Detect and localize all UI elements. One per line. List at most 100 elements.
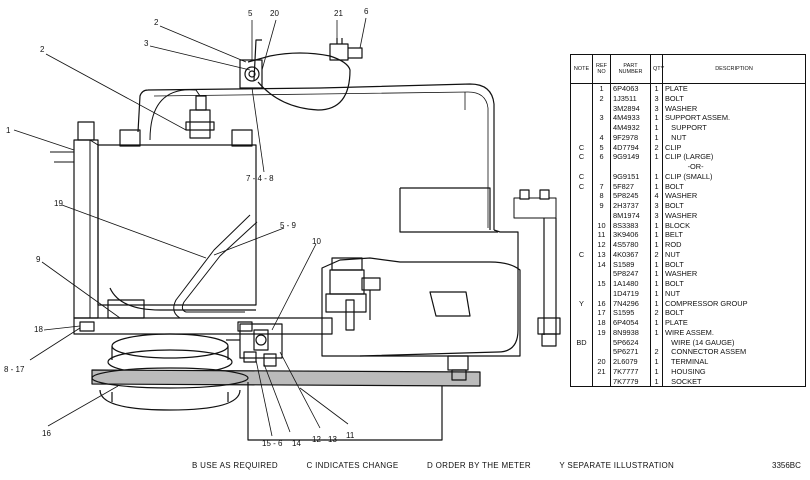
cell-qty: 1 [650, 171, 663, 182]
callout-21: 21 [334, 9, 343, 18]
cell-qty: 1 [650, 83, 663, 94]
cell-ref-no: 11 [592, 230, 611, 240]
cell-note [570, 93, 593, 104]
cell-qty: 2 [650, 142, 663, 153]
cell-ref-no: 4 [592, 132, 611, 143]
cell-ref-no: 1 [592, 83, 611, 94]
cell-note [570, 220, 593, 231]
cell-ref-no: 12 [592, 240, 611, 250]
cell-part-number: 1J3511 [610, 93, 651, 104]
callout-11: 11 [346, 431, 355, 440]
cell-qty: 1 [650, 181, 663, 192]
cell-part-number: 3K9406 [610, 230, 651, 240]
cell-qty: 4 [650, 191, 663, 201]
cell-description: NUT [665, 249, 681, 259]
cell-ref-no: 19 [592, 327, 611, 338]
compressor-group [321, 257, 521, 357]
cell-ref-no [592, 288, 611, 299]
cell-qty: 1 [650, 288, 663, 299]
cell-part-number: 4M4932 [610, 123, 651, 133]
header-qty: QTY [650, 54, 664, 84]
cell-ref-no [592, 347, 611, 357]
cell-ref-no: 18 [592, 318, 611, 328]
callout-16: 16 [42, 429, 51, 438]
cell-part-number: 6P4054 [610, 318, 651, 328]
cell-ref-no: 2 [592, 93, 611, 104]
cell-note [570, 240, 593, 250]
cell-description: BOLT [665, 201, 684, 210]
exploded-view-drawing: 1 2 2 3 5 20 21 6 7 - 4 - 8 19 5 - 9 10 … [4, 7, 561, 448]
cell-description: SOCKET [665, 376, 702, 386]
cell-qty: 2 [650, 308, 663, 318]
parts-list-table: NOTE REF NO PART NUMBER QTY DESCRIPTION … [570, 54, 806, 388]
cell-note: C [570, 142, 593, 153]
cell-ref-no [592, 123, 611, 133]
cell-qty [650, 337, 663, 348]
cell-part-number: 1A1480 [610, 279, 651, 289]
cell-note [570, 113, 593, 123]
cell-note: BD [570, 337, 593, 348]
cell-part-number: 1D4719 [610, 288, 651, 299]
callout-2b: 2 [154, 18, 159, 27]
cell-part-number: 9F2978 [610, 132, 651, 143]
cell-qty: 1 [650, 123, 663, 133]
cell-description: BOLT [665, 93, 684, 103]
cell-ref-no: 3 [592, 113, 611, 123]
cell-part-number: 5F827 [610, 181, 651, 192]
callout-6: 6 [364, 7, 369, 16]
callout-2a: 2 [40, 45, 45, 54]
cell-qty: 1 [650, 240, 663, 250]
cell-description: WASHER [665, 210, 698, 220]
cell-part-number: 5P6624 [610, 337, 651, 348]
cell-qty: 3 [650, 93, 663, 104]
cell-ref-no [592, 376, 611, 387]
cell-note: C [570, 181, 593, 192]
cell-note [570, 376, 593, 387]
cell-qty: 3 [650, 103, 663, 114]
legend-c: C INDICATES CHANGE [306, 461, 399, 470]
cell-description: HOUSING [665, 366, 706, 376]
callout-5-9: 5 - 9 [280, 221, 297, 230]
callout-5: 5 [248, 9, 253, 18]
cell-note [570, 347, 593, 357]
cell-part-number: 5P8245 [610, 191, 651, 201]
illustration-number: 3356BC [772, 461, 801, 470]
cell-description: COMPRESSOR GROUP [665, 298, 748, 308]
cell-note [570, 308, 593, 318]
cell-qty [650, 162, 663, 172]
cell-ref-no: 15 [592, 279, 611, 289]
cell-qty: 1 [650, 113, 663, 123]
cell-qty: 1 [650, 357, 663, 367]
cell-part-number: 3M2894 [610, 103, 651, 114]
cell-note [570, 269, 593, 279]
cell-description: CLIP (LARGE) [665, 152, 714, 162]
cell-note [570, 103, 593, 114]
header-part-number: PART NUMBER [610, 54, 651, 84]
cell-description: ROD [665, 240, 682, 249]
cell-ref-no: 9 [592, 201, 611, 211]
cell-note [570, 318, 593, 328]
cell-qty: 1 [650, 230, 663, 240]
hose [149, 89, 201, 141]
cell-note: C [570, 249, 593, 260]
cell-part-number: 7N4296 [610, 298, 651, 309]
cell-part-number: 9G9151 [610, 171, 651, 182]
notes-legend: B USE AS REQUIRED C INDICATES CHANGE D O… [192, 461, 700, 470]
cell-description: WIRE ASSEM. [665, 327, 714, 337]
cell-ref-no [592, 103, 611, 114]
cell-description: NUT [665, 288, 681, 298]
callout-15-6: 15 - 6 [262, 439, 283, 448]
cell-part-number: 7K7777 [610, 366, 651, 377]
